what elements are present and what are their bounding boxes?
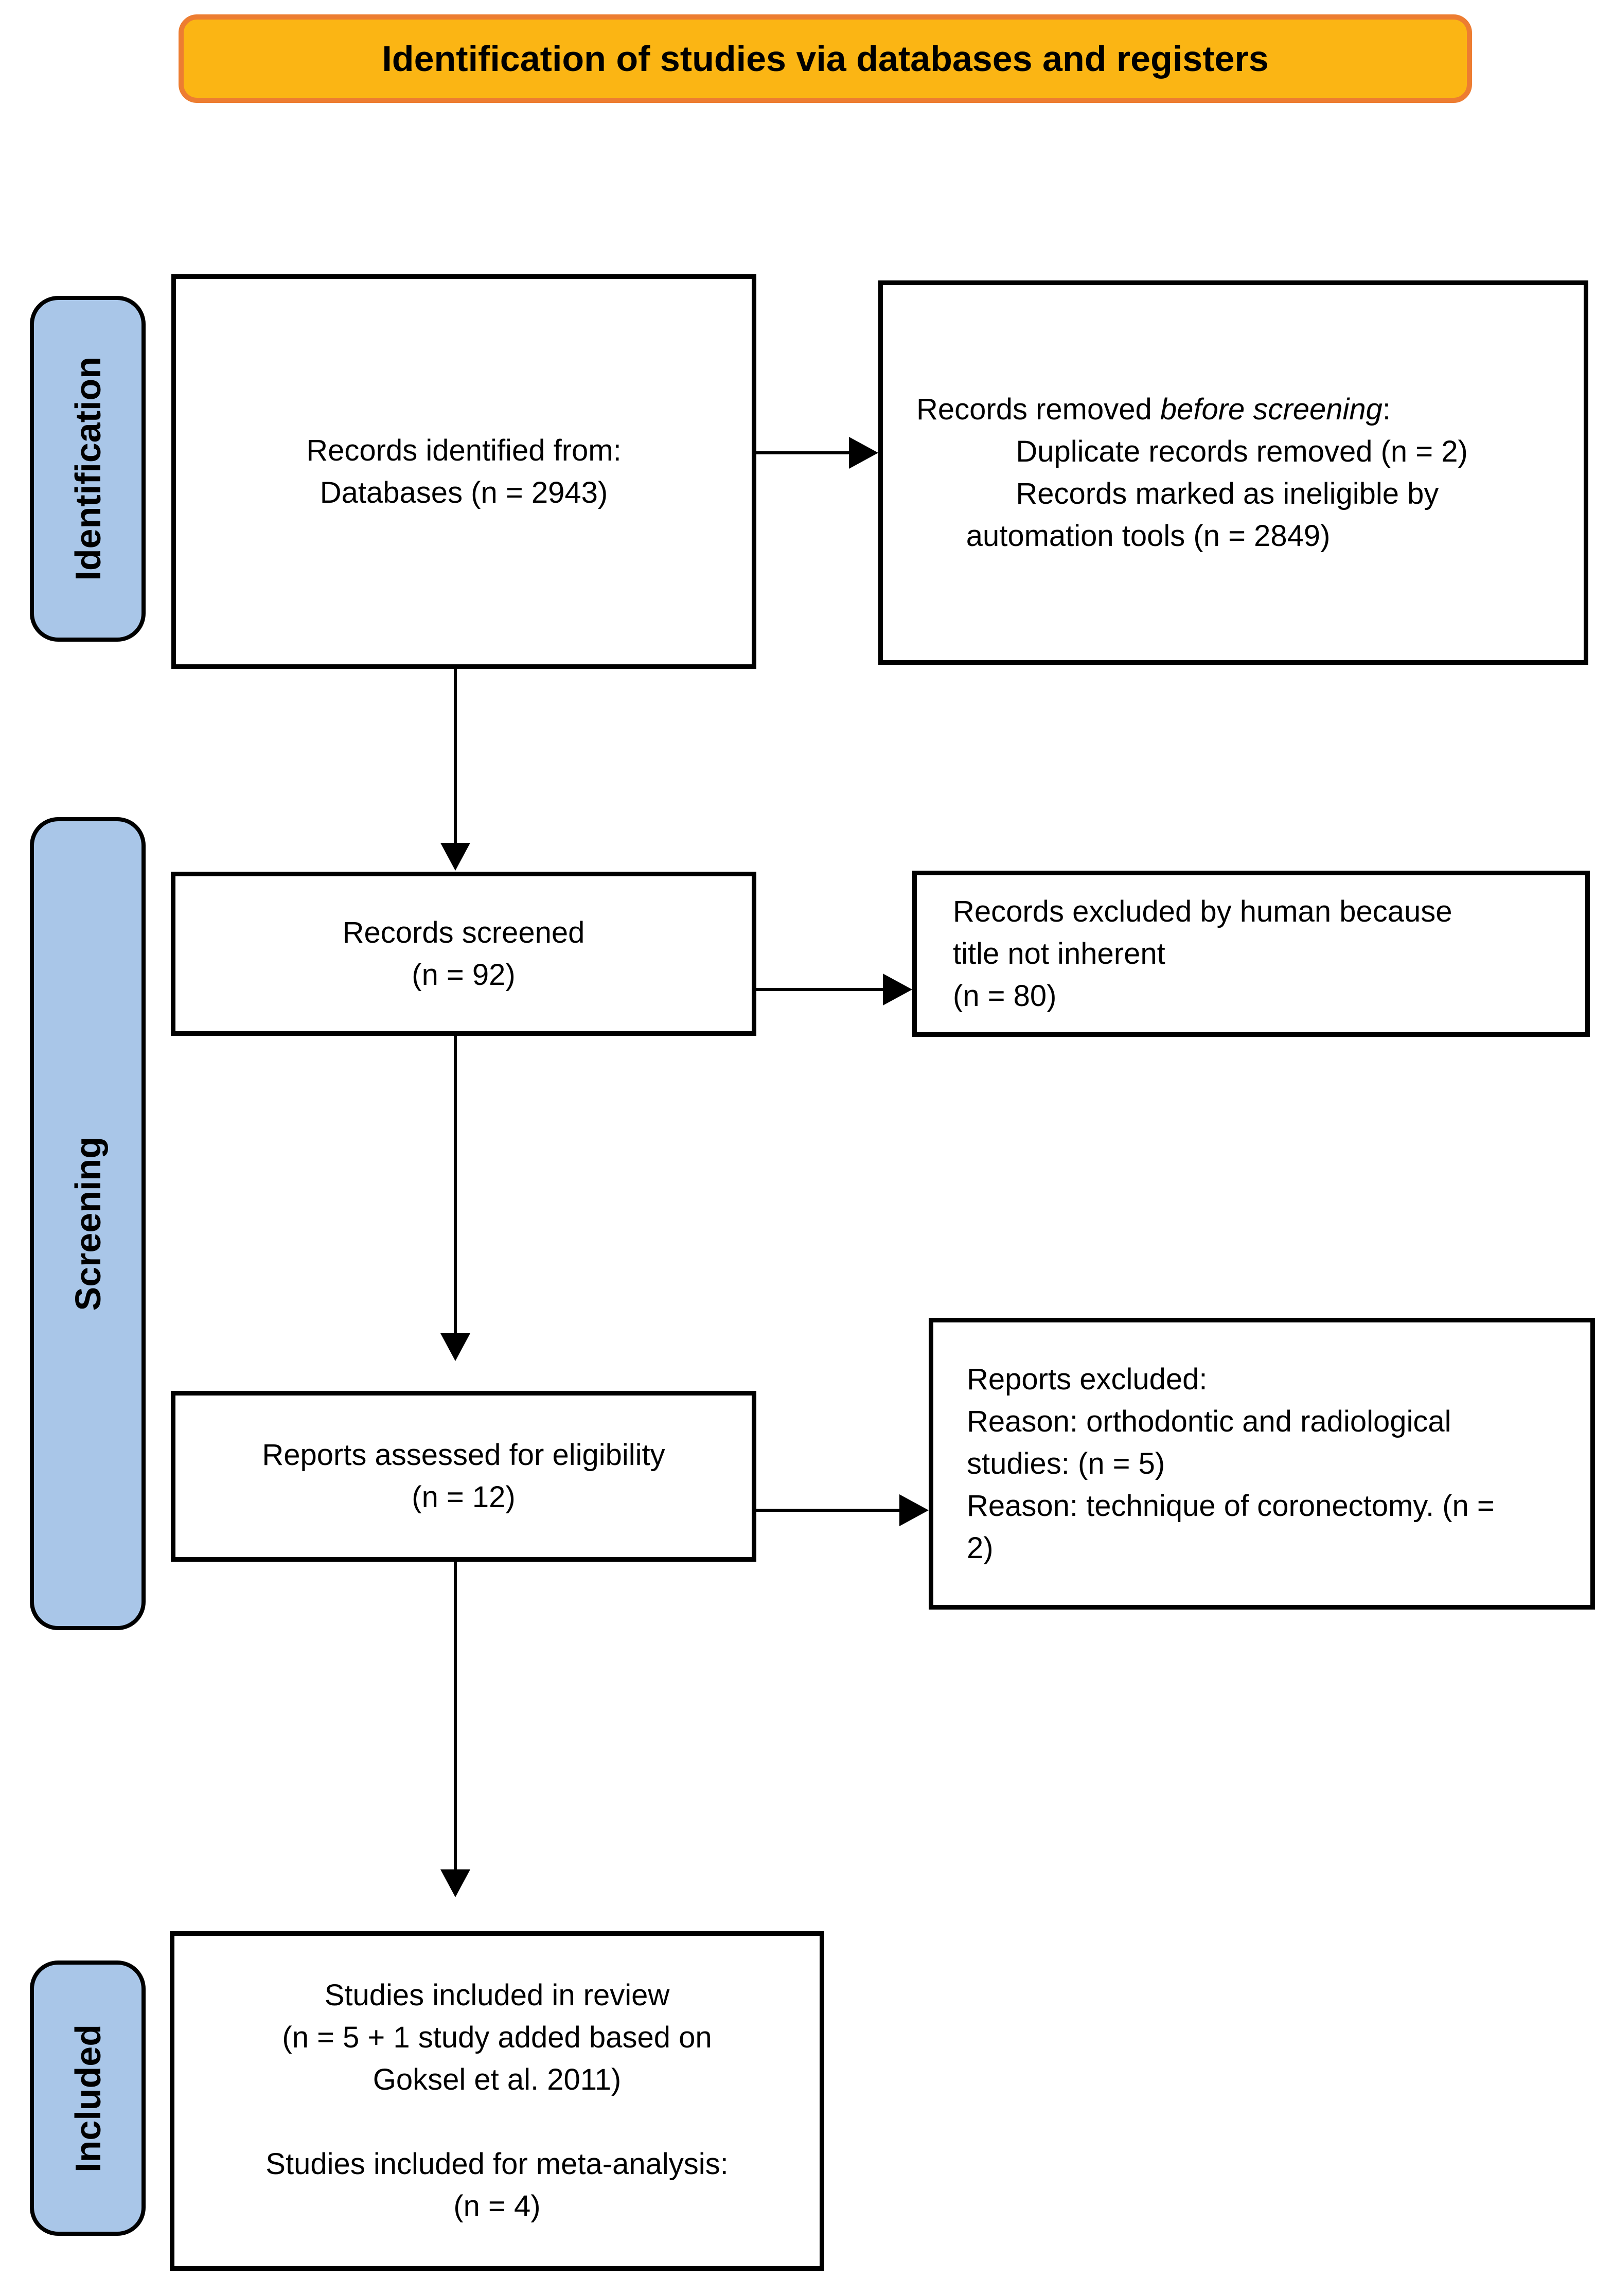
arrow-identified-to-screened (440, 669, 470, 871)
box-records-removed: Records removed before screening: Duplic… (878, 280, 1588, 665)
records-removed-intro: Records removed (916, 392, 1160, 426)
stage-label-identification-text: Identification (67, 357, 108, 581)
stage-label-identification: Identification (30, 296, 146, 642)
stage-label-screening: Screening (30, 817, 146, 1630)
arrowhead-down-icon (440, 1869, 470, 1897)
arrow-assessed-to-included (440, 1560, 470, 1897)
arrow-identified-to-removed (756, 437, 878, 469)
records-removed-intro-italic: before screening (1160, 392, 1382, 426)
banner-title: Identification of studies via databases … (382, 39, 1269, 79)
arrowhead-down-icon (440, 843, 470, 871)
arrow-assessed-to-excluded (756, 1494, 929, 1526)
arrowhead-right-icon (883, 974, 912, 1005)
arrowhead-right-icon (899, 1494, 929, 1526)
arrowhead-right-icon (849, 437, 878, 469)
box-records-excluded-text: Records excluded by human because title … (953, 894, 1452, 1013)
stage-label-included-text: Included (67, 2024, 108, 2173)
arrow-screened-to-assessed (440, 1034, 470, 1361)
box-studies-included: Studies included in review (n = 5 + 1 st… (170, 1931, 824, 2271)
box-records-screened-text: Records screened (n = 92) (342, 915, 585, 992)
records-removed-details: Duplicate records removed (n = 2) Record… (966, 434, 1468, 553)
arrow-screened-to-excluded (756, 974, 912, 1005)
box-records-screened: Records screened (n = 92) (171, 872, 756, 1036)
banner: Identification of studies via databases … (179, 14, 1472, 103)
records-removed-intro-colon: : (1382, 392, 1391, 426)
arrowhead-down-icon (440, 1333, 470, 1361)
box-studies-included-text: Studies included in review (n = 5 + 1 st… (265, 1979, 729, 2223)
box-reports-excluded-text: Reports excluded: Reason: orthodontic an… (967, 1362, 1495, 1565)
box-reports-assessed-text: Reports assessed for eligibility (n = 12… (262, 1438, 665, 1514)
box-records-identified-text: Records identified from: Databases (n = … (306, 433, 622, 509)
box-reports-excluded: Reports excluded: Reason: orthodontic an… (929, 1318, 1595, 1610)
box-records-identified: Records identified from: Databases (n = … (171, 274, 756, 669)
stage-label-screening-text: Screening (67, 1136, 108, 1311)
box-reports-assessed: Reports assessed for eligibility (n = 12… (171, 1391, 756, 1562)
box-records-removed-text: Records removed before screening: Duplic… (916, 388, 1555, 557)
stage-label-included: Included (30, 1961, 146, 2236)
box-records-excluded: Records excluded by human because title … (912, 871, 1590, 1037)
